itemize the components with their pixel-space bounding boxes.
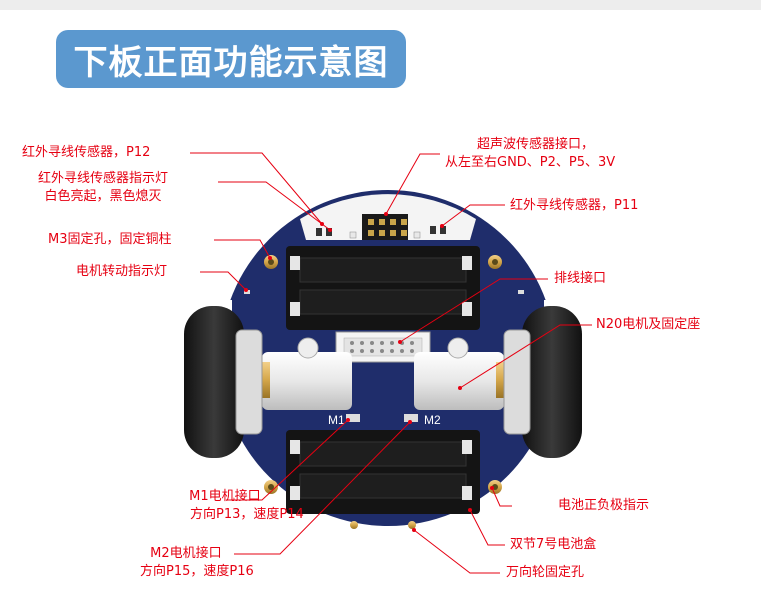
label-m1-connector: M1电机接口 方向P13，速度P14 xyxy=(146,488,304,524)
label-m3-hole: M3固定孔，固定铜柱 xyxy=(48,232,172,247)
leader-lines xyxy=(190,152,592,574)
label-m1-line2: 方向P13，速度P14 xyxy=(190,507,304,522)
label-battery-polarity: 电池正负极指示 xyxy=(558,498,650,513)
label-m2-connector: M2电机接口 方向P15，速度P16 xyxy=(118,545,254,581)
label-m2-line2: 方向P15，速度P16 xyxy=(140,564,254,579)
label-ir-indicator: 红外寻线传感器指示灯 白色亮起，黑色熄灭 xyxy=(38,170,168,206)
leader-arrows xyxy=(244,212,494,532)
m1-connector: M1 xyxy=(328,413,360,427)
label-ultrasonic-line1: 超声波传感器接口， xyxy=(477,137,595,152)
label-ribbon: 排线接口 xyxy=(554,271,607,286)
title-badge: 下板正面功能示意图 xyxy=(56,30,406,88)
ir-sensor-right xyxy=(413,226,446,239)
label-ultrasonic-line2: 从左至右GND、P2、P5、3V xyxy=(445,155,616,170)
label-m2-line1: M2电机接口 xyxy=(150,546,222,561)
label-m1-line1: M1电机接口 xyxy=(189,489,261,504)
label-ir-indicator-line1: 红外寻线传感器指示灯 xyxy=(38,171,169,186)
label-motor-indicator: 电机转动指示灯 xyxy=(76,264,168,279)
ir-sensor-left xyxy=(316,228,357,239)
motor-indicator-leds xyxy=(244,290,524,294)
label-ir-sensor-p12: 红外寻线传感器，P12 xyxy=(22,145,151,160)
board-m1-text: M1 xyxy=(328,413,345,427)
label-ultrasonic: 超声波传感器接口， 从左至右GND、P2、P5、3V xyxy=(445,136,615,172)
label-n20-motor: N20电机及固定座 xyxy=(596,317,701,332)
caster-holes xyxy=(350,521,416,529)
m2-connector: M2 xyxy=(404,413,441,427)
board-m2-text: M2 xyxy=(424,413,441,427)
label-battery-box: 双节7号电池盒 xyxy=(510,537,597,552)
label-ir-indicator-line2: 白色亮起，黑色熄灭 xyxy=(44,189,162,204)
label-caster-hole: 万向轮固定孔 xyxy=(506,565,585,580)
battery-holder-bottom xyxy=(286,430,480,514)
ultrasonic-header xyxy=(362,214,408,240)
page-title: 下板正面功能示意图 xyxy=(73,42,389,83)
wheel-left xyxy=(184,306,263,458)
top-strip xyxy=(0,0,761,10)
battery-holder-top xyxy=(286,246,480,330)
label-ir-sensor-p11: 红外寻线传感器，P11 xyxy=(510,198,639,213)
